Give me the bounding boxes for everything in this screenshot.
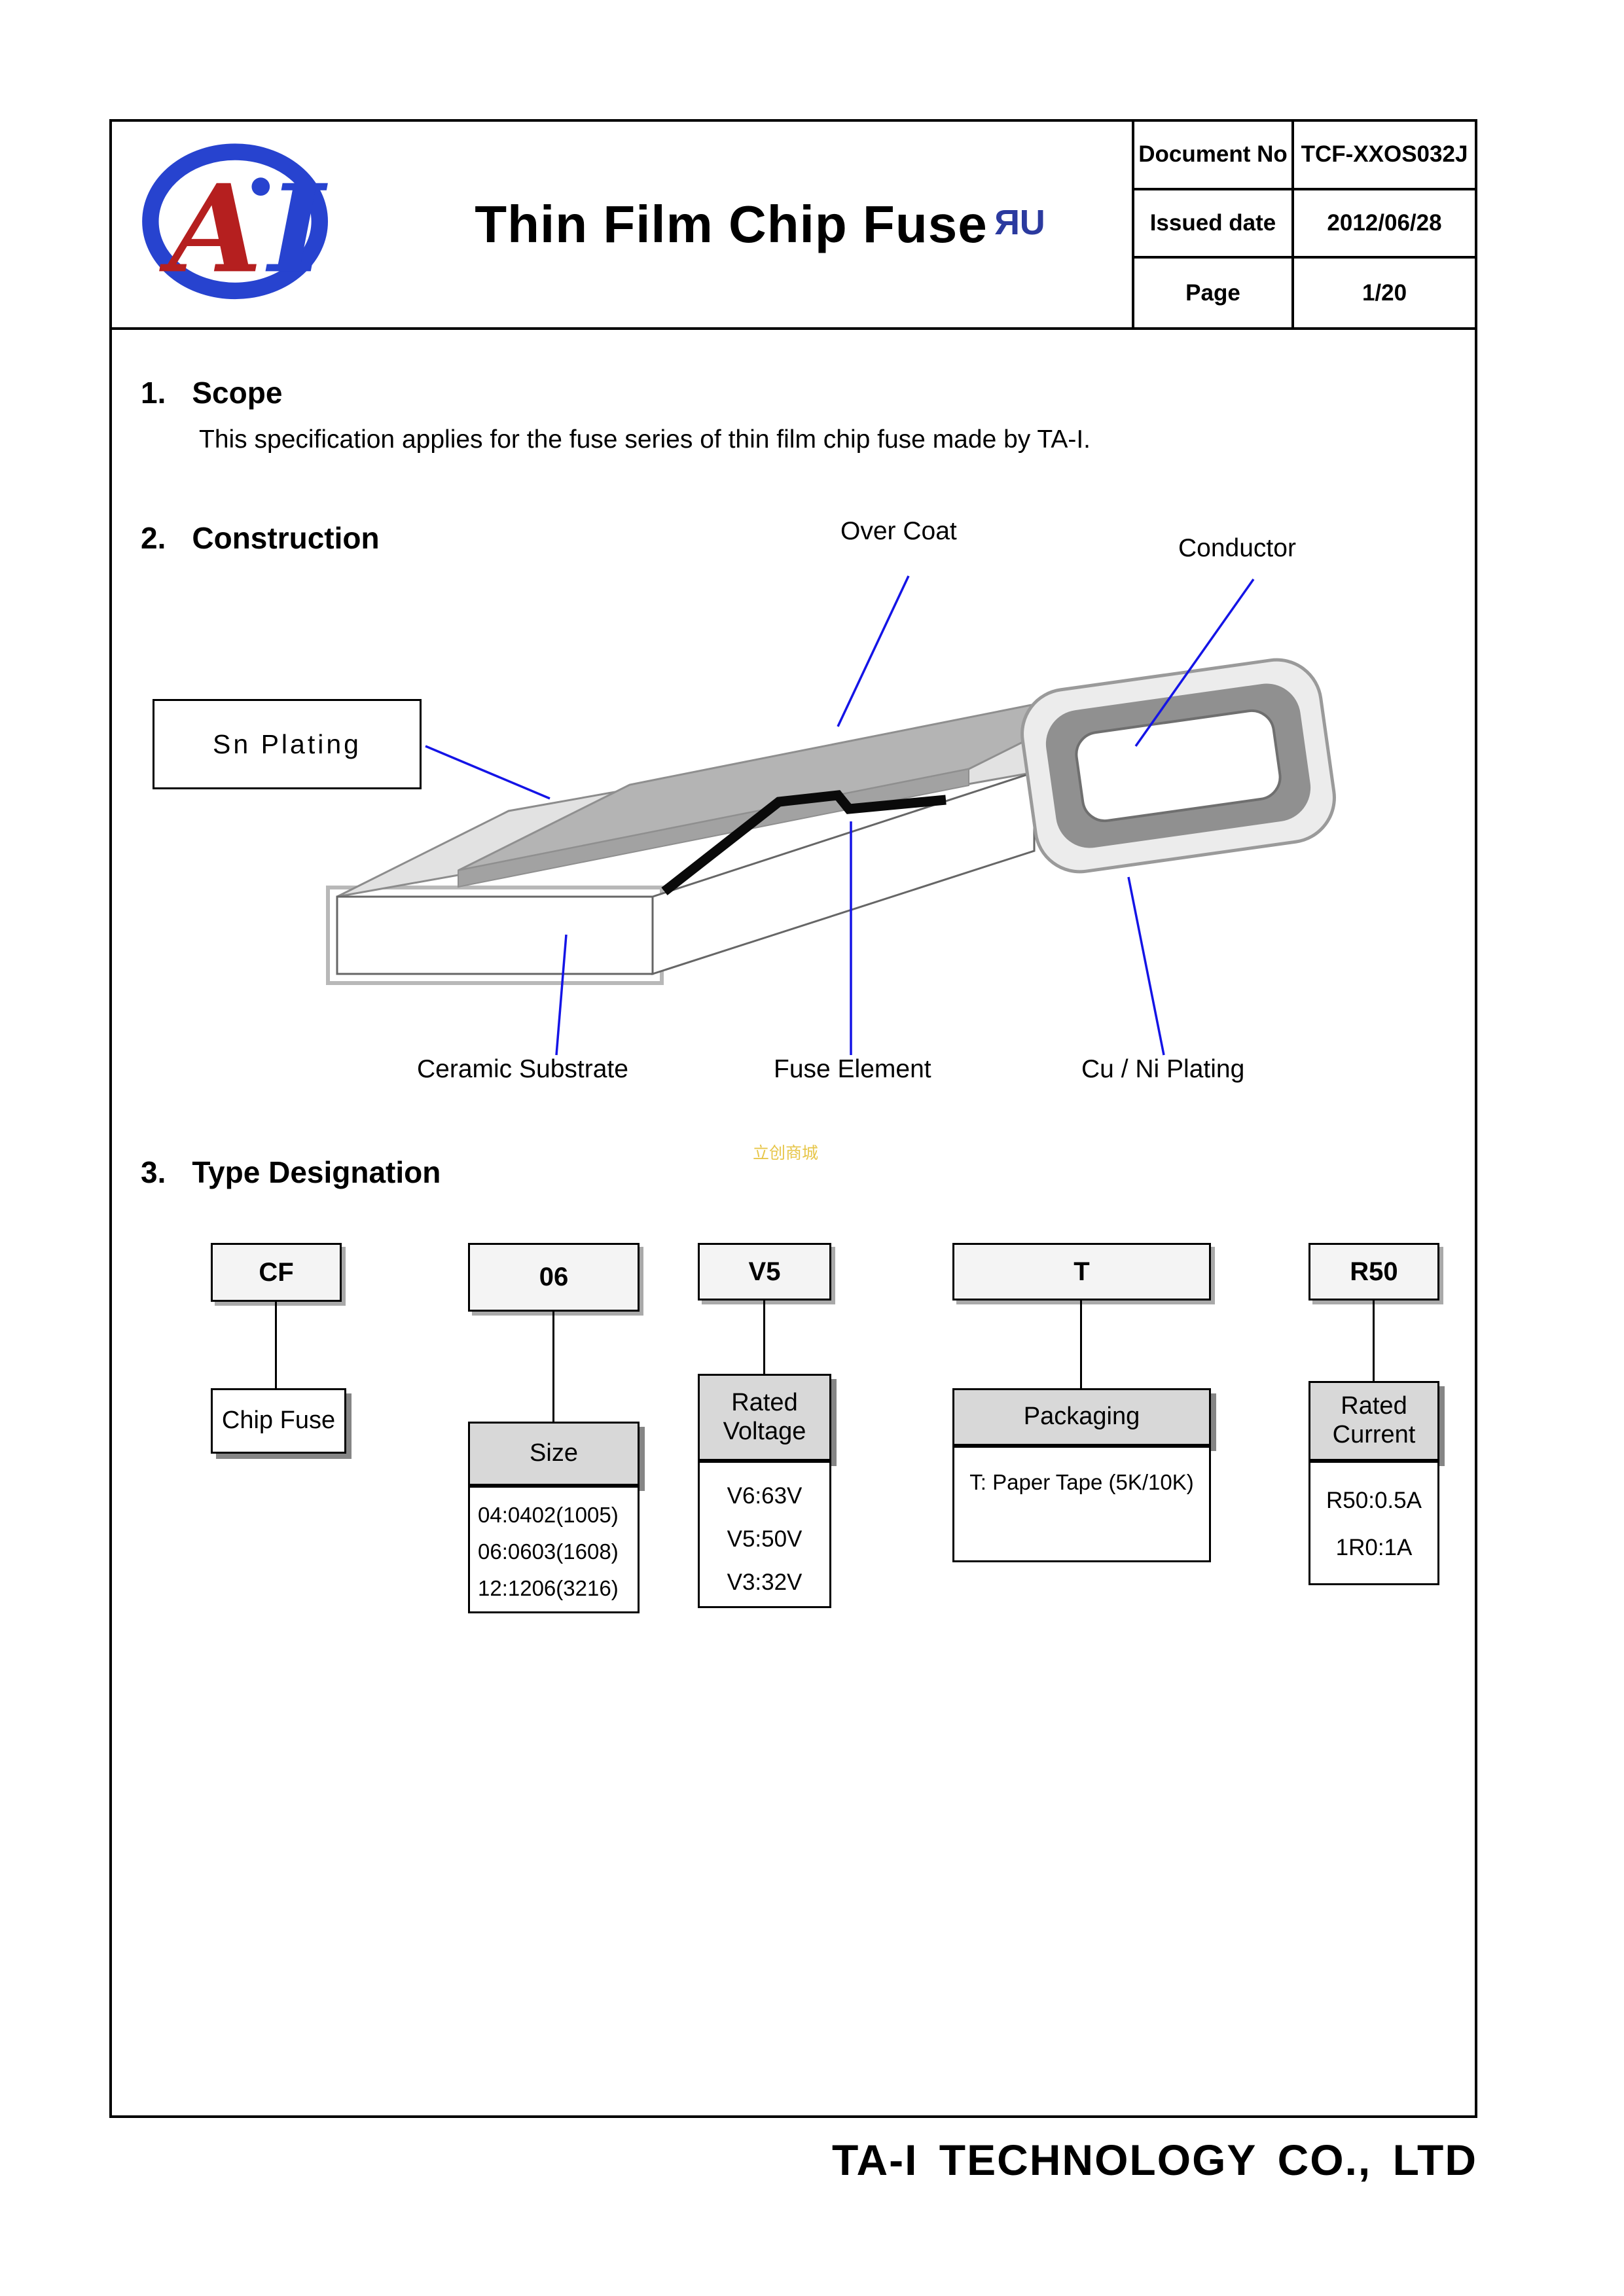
connector-cf [275, 1302, 277, 1388]
connector-t [1080, 1300, 1082, 1388]
voltage-option: V5:50V [727, 1526, 803, 1552]
sn-plating-leader [425, 745, 550, 800]
type-designation-number: 3. [141, 1155, 166, 1189]
logo-letter-i: I [265, 158, 329, 300]
document-info-table: Document No TCF-XXOS032J Issued date 201… [1132, 122, 1475, 327]
logo-letter-a: A [159, 158, 262, 300]
over-coat-label: Over Coat [840, 517, 957, 545]
page-title: Thin Film Chip Fuse [475, 195, 988, 253]
page-frame [109, 119, 1477, 2118]
type-designation-title: Type Designation [192, 1155, 441, 1189]
voltage-option: V3:32V [727, 1570, 803, 1595]
current-options: R50:0.5A 1R0:1A [1308, 1461, 1439, 1585]
construction-diagram [326, 575, 1336, 1056]
code-box-r50: R50 [1308, 1243, 1439, 1300]
cu-ni-plating-label: Cu / Ni Plating [1081, 1055, 1245, 1083]
tai-logo: A I [142, 143, 329, 300]
category-packaging: Packaging [952, 1388, 1211, 1446]
packaging-options: T: Paper Tape (5K/10K) [952, 1446, 1211, 1562]
scope-title: Scope [192, 376, 283, 410]
watermark: 立创商城 [753, 1144, 819, 1162]
doc-no-value: TCF-XXOS032J [1294, 122, 1475, 190]
category-chip-fuse: Chip Fuse [211, 1388, 346, 1454]
code-box-v5: V5 [698, 1243, 831, 1300]
voltage-option: V6:63V [727, 1483, 803, 1509]
construction-heading: 2. Construction [141, 520, 380, 556]
packaging-option: T: Paper Tape (5K/10K) [969, 1470, 1194, 1494]
substrate-front-left [336, 895, 654, 975]
code-box-cf: CF [211, 1243, 342, 1302]
scope-number: 1. [141, 376, 166, 410]
cu-ni-leader [1127, 876, 1165, 1056]
connector-v5 [763, 1300, 765, 1374]
logo-ellipse [142, 143, 328, 300]
type-designation-heading: 3. Type Designation [141, 1155, 441, 1190]
page-label: Page [1134, 259, 1294, 327]
category-rated-voltage: Rated Voltage [698, 1374, 831, 1461]
size-option: 04:0402(1005) [478, 1503, 619, 1527]
category-rated-current: Rated Current [1308, 1381, 1439, 1461]
over-coat-leader [837, 575, 910, 727]
ceramic-substrate-label: Ceramic Substrate [417, 1055, 628, 1083]
size-options: 04:0402(1005) 06:0603(1608) 12:1206(3216… [468, 1486, 640, 1613]
conductor-leader [1134, 578, 1255, 747]
voltage-options: V6:63V V5:50V V3:32V [698, 1461, 831, 1608]
conductor-label: Conductor [1178, 534, 1296, 562]
scope-body: This specification applies for the fuse … [199, 425, 1091, 454]
construction-title: Construction [192, 521, 380, 555]
sn-plating-label-box: Sn Plating [153, 699, 422, 789]
construction-number: 2. [141, 521, 166, 555]
page-value: 1/20 [1362, 279, 1407, 306]
ceramic-leader [555, 934, 568, 1056]
size-option: 12:1206(3216) [478, 1576, 619, 1600]
logo-dot-icon [251, 177, 270, 196]
issued-date-value: 2012/06/28 [1294, 190, 1475, 259]
substrate-front-right [651, 770, 1036, 976]
fuse-element-line [661, 790, 947, 895]
connector-r50 [1373, 1300, 1375, 1381]
doc-no-label: Document No [1134, 122, 1294, 190]
size-option: 06:0603(1608) [478, 1539, 619, 1564]
current-option: R50:0.5A [1326, 1488, 1422, 1513]
issued-date-label: Issued date [1134, 190, 1294, 259]
sn-plating-label: Sn Plating [213, 728, 361, 759]
category-size: Size [468, 1422, 640, 1486]
connector-06 [552, 1312, 554, 1422]
terminal-end-cap [1020, 658, 1336, 874]
code-box-t: T [952, 1243, 1211, 1300]
code-box-06: 06 [468, 1243, 640, 1312]
scope-heading: 1. Scope [141, 375, 282, 410]
company-footer: TA-I TECHNOLOGY CO., LTD [832, 2136, 1477, 2184]
fuse-element-label: Fuse Element [774, 1055, 931, 1083]
current-option: 1R0:1A [1335, 1535, 1413, 1560]
